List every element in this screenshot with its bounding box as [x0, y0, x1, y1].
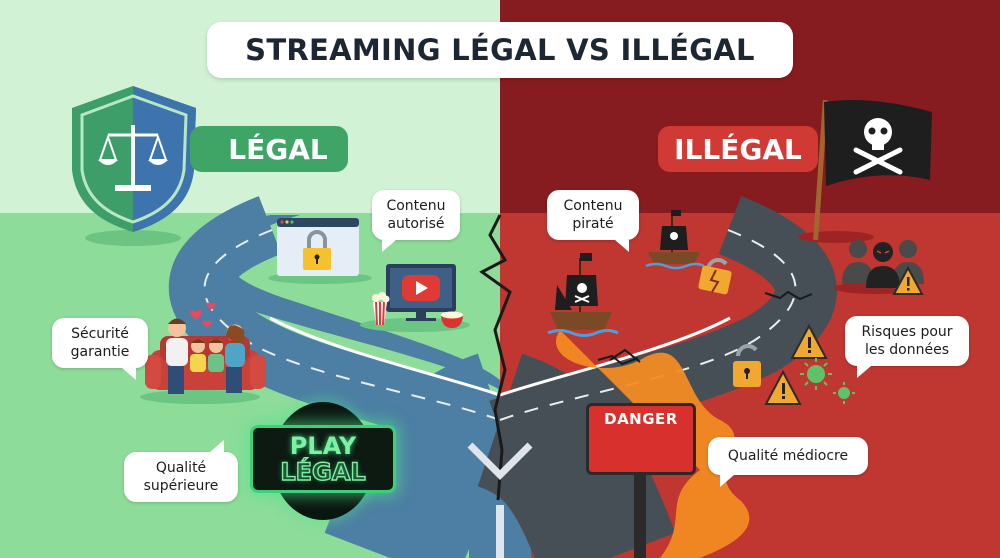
illegal-label: ILLÉGAL	[658, 126, 818, 172]
bubble-security-guaranteed: Sécurité garantie	[52, 318, 148, 380]
danger-sign-post	[634, 475, 646, 558]
fire-stream	[556, 330, 750, 558]
page-title: STREAMING LÉGAL VS ILLÉGAL	[245, 33, 755, 67]
bubble-superior-quality: Qualité supérieure	[124, 440, 238, 502]
browser-lock-icon	[268, 218, 372, 284]
warning-icon	[790, 323, 828, 359]
play-legal-badge: PLAY LÉGAL	[250, 425, 396, 493]
bubble-poor-quality: Qualité médiocre	[708, 437, 868, 487]
play-badge-line2: LÉGAL	[280, 458, 367, 486]
title-banner: STREAMING LÉGAL VS ILLÉGAL	[207, 22, 793, 78]
broken-lock-icon	[698, 258, 732, 295]
hacker-icon	[834, 240, 924, 294]
warning-icon	[892, 265, 924, 295]
popcorn-icon	[372, 292, 390, 326]
pirate-flag-icon	[798, 99, 932, 243]
broken-lock-icon	[733, 344, 761, 387]
tv-play-icon	[360, 264, 470, 332]
family-sofa-icon	[140, 302, 266, 404]
road-crack-icon	[597, 354, 639, 366]
bubble-content-authorized: Contenu autorisé	[372, 190, 460, 252]
virus-icon	[800, 358, 855, 404]
play-badge-line1: PLAY	[289, 432, 357, 460]
pirate-ship-icon	[547, 253, 619, 337]
pirate-ship-icon	[645, 210, 705, 270]
bubble-pirated-content: Contenu piraté	[547, 190, 639, 252]
danger-sign-label: DANGER	[604, 410, 678, 428]
illegal-road	[475, 196, 837, 558]
road-crack-icon	[764, 290, 813, 301]
legal-label: LÉGAL	[190, 126, 348, 172]
danger-sign: DANGER	[586, 403, 696, 475]
crack-icon	[479, 214, 512, 501]
warning-icon	[764, 369, 802, 405]
heart-icon	[190, 302, 216, 328]
bubble-data-risk: Risques pour les données	[845, 316, 969, 378]
shield-scales-icon	[72, 86, 196, 246]
